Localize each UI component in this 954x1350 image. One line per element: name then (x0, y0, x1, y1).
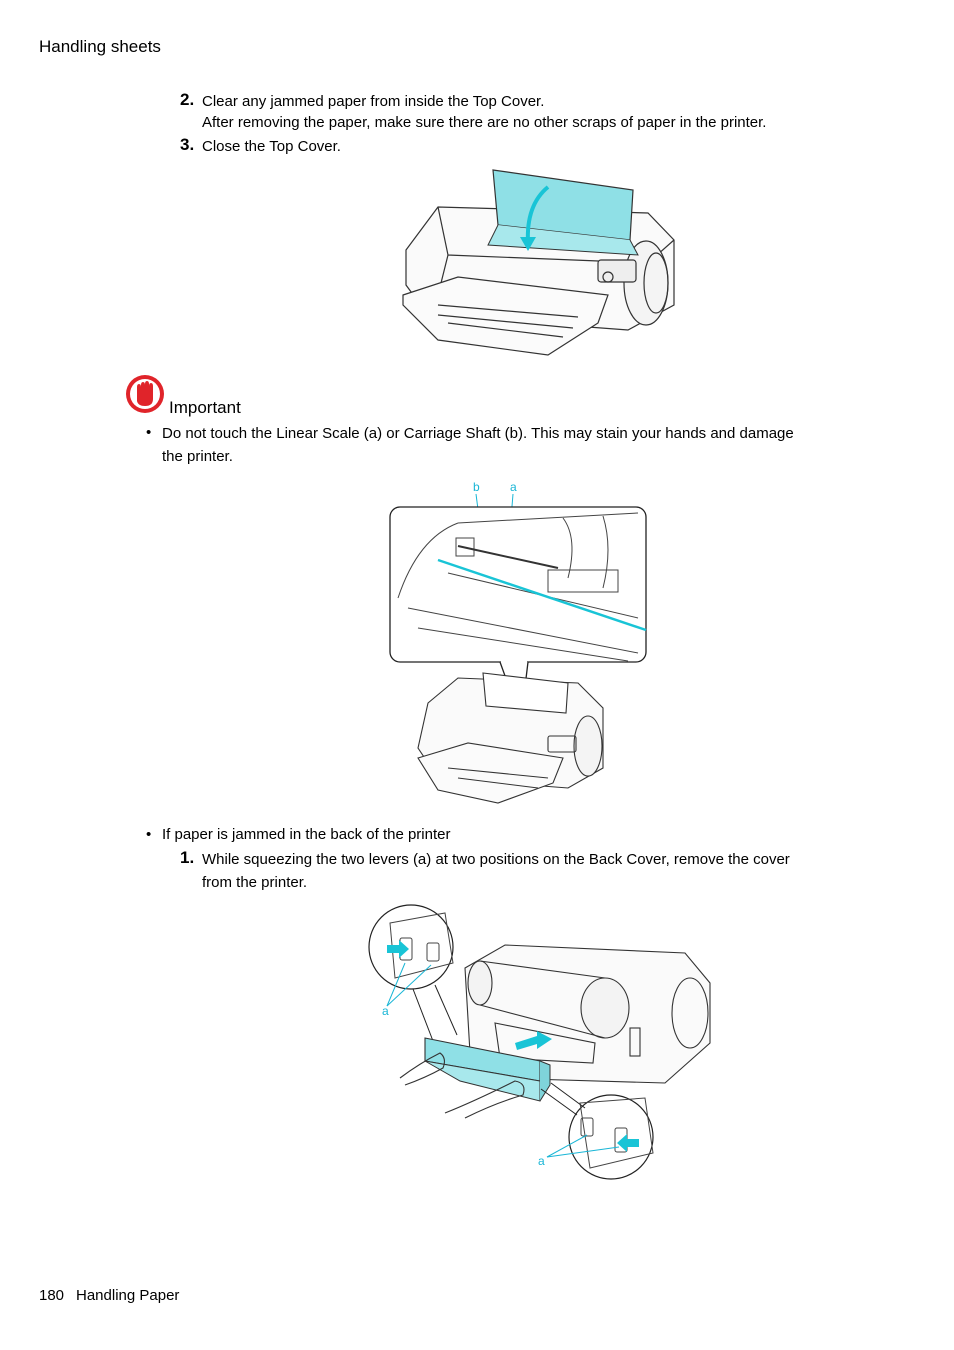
label-a: a (382, 1004, 389, 1018)
bullet-marker: • (146, 424, 152, 441)
step-number: 1. (180, 848, 195, 867)
important-text: the printer. (162, 448, 233, 465)
important-hand-icon (124, 373, 166, 420)
step-text: While squeezing the two levers (a) at tw… (202, 851, 790, 868)
step-number: 3. (180, 135, 195, 154)
step-text: Clear any jammed paper from inside the T… (202, 93, 545, 110)
important-text: Do not touch the Linear Scale (a) or Car… (162, 425, 794, 442)
label-a: a (510, 480, 517, 494)
important-title: Important (169, 398, 241, 417)
page-number: 180 (39, 1287, 65, 1304)
footer-section: Handling Paper (76, 1287, 180, 1304)
label-a: a (538, 1154, 545, 1168)
back-cover-removal-illustration: a (365, 903, 715, 1188)
printer-top-cover-illustration (398, 165, 680, 368)
bullet-marker: • (146, 826, 152, 843)
running-header: Handling sheets (39, 37, 161, 56)
step-text: from the printer. (202, 874, 308, 891)
step-text: Close the Top Cover. (202, 138, 341, 155)
label-b: b (473, 480, 480, 494)
step-number: 2. (180, 90, 195, 109)
step-text: After removing the paper, make sure ther… (202, 114, 767, 131)
bullet-text: If paper is jammed in the back of the pr… (162, 826, 451, 843)
linear-scale-illustration: b a (388, 478, 650, 818)
